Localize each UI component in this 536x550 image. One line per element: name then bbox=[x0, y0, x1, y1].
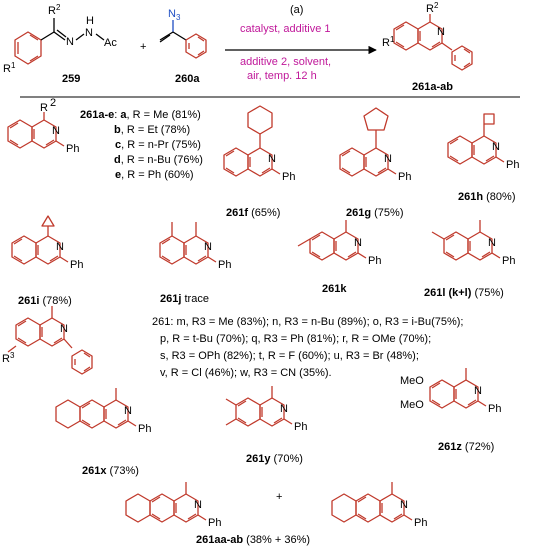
svg-text:MeO: MeO bbox=[400, 375, 424, 387]
svg-text:Ph: Ph bbox=[368, 255, 381, 267]
hydrazone-259: R2 N N H Ac R1 259 bbox=[3, 3, 117, 85]
ae-ph: Ph bbox=[66, 143, 79, 155]
series-mw-list: 261: m, R3 = Me (83%); n, R3 = n-Bu (89%… bbox=[152, 316, 464, 379]
compound-261aa: N Ph bbox=[125, 482, 221, 529]
product-label: 261a-ab bbox=[412, 81, 453, 93]
compound-261m-w: N R3 bbox=[2, 306, 93, 375]
svg-text:s, R3 = OPh (82%); t, R = F (6: s, R3 = OPh (82%); t, R = F (60%); u, R3… bbox=[160, 350, 419, 362]
svg-text:Ph: Ph bbox=[218, 259, 231, 271]
compound-261i: N Ph 261i (78%) bbox=[11, 215, 83, 307]
svg-text:2: 2 bbox=[50, 97, 56, 109]
r2-label: R2 bbox=[48, 3, 61, 17]
svg-text:Ph: Ph bbox=[502, 255, 515, 267]
svg-text:Ph: Ph bbox=[398, 171, 411, 183]
svg-text:261y (70%): 261y (70%) bbox=[246, 453, 303, 465]
ae-r2: R bbox=[40, 102, 48, 114]
svg-text:N: N bbox=[56, 241, 64, 253]
h-atom: H bbox=[86, 15, 94, 27]
product-r2: R2 bbox=[426, 1, 439, 15]
compound-260a-label: 260a bbox=[175, 73, 200, 85]
compound-261aa-label: 261aa-ab (38% + 36%) bbox=[196, 534, 310, 546]
compound-261a-e: R 2 N Ph bbox=[7, 97, 79, 155]
svg-text:Ph: Ph bbox=[506, 159, 519, 171]
condition-line-3: air, temp. 12 h bbox=[247, 70, 317, 82]
svg-text:261f (65%): 261f (65%) bbox=[226, 207, 280, 219]
svg-text:N: N bbox=[354, 237, 362, 249]
svg-text:N: N bbox=[268, 153, 276, 165]
svg-text:261: m, R3 = Me (83%); n, R3 =: 261: m, R3 = Me (83%); n, R3 = n-Bu (89%… bbox=[152, 316, 464, 328]
azide-label: N3 bbox=[168, 8, 181, 22]
reaction-arrow: (a) catalyst, additive 1 additive 2, sol… bbox=[225, 4, 377, 82]
n-atom: N bbox=[66, 36, 74, 48]
svg-text:Ph: Ph bbox=[294, 421, 307, 433]
svg-text:N: N bbox=[492, 141, 500, 153]
ae-n: N bbox=[52, 125, 60, 137]
svg-text:Ph: Ph bbox=[208, 517, 221, 529]
product-n: N bbox=[437, 26, 445, 38]
svg-text:p, R = t-Bu (70%); q, R3 = Ph: p, R = t-Bu (70%); q, R3 = Ph (81%); r, … bbox=[160, 333, 431, 345]
svg-text:261i (78%): 261i (78%) bbox=[18, 295, 72, 307]
compound-261z: MeO MeO N Ph 261z (72%) bbox=[400, 368, 501, 453]
plus-sign-2: + bbox=[276, 491, 282, 503]
condition-a: (a) bbox=[290, 4, 303, 16]
compound-259-label: 259 bbox=[62, 73, 80, 85]
compound-261l: N Ph 261l (k+l) (75%) bbox=[424, 220, 515, 299]
svg-text:N: N bbox=[124, 405, 132, 417]
product-261: R2 N R1 261a-ab bbox=[382, 1, 473, 93]
svg-text:N: N bbox=[280, 403, 288, 415]
svg-text:Ph: Ph bbox=[70, 259, 83, 271]
svg-text:N: N bbox=[474, 385, 482, 397]
svg-text:261z (72%): 261z (72%) bbox=[438, 441, 494, 453]
r1-label: R1 bbox=[3, 61, 16, 75]
svg-text:N: N bbox=[400, 499, 408, 511]
svg-text:Ph: Ph bbox=[414, 517, 427, 529]
svg-text:N: N bbox=[194, 499, 202, 511]
svg-text:N: N bbox=[60, 323, 68, 335]
product-r1: R1 bbox=[382, 35, 395, 49]
svg-text:N: N bbox=[384, 153, 392, 165]
plus-sign: + bbox=[140, 41, 146, 53]
svg-text:b, R = Et (78%): b, R = Et (78%) bbox=[114, 124, 190, 136]
svg-text:261k: 261k bbox=[322, 283, 347, 295]
svg-text:Ph: Ph bbox=[138, 423, 151, 435]
condition-line-1: catalyst, additive 1 bbox=[240, 23, 331, 35]
svg-text:R3: R3 bbox=[2, 351, 15, 365]
svg-text:Ph: Ph bbox=[488, 403, 501, 415]
svg-text:v, R = Cl (46%); w, R3 = CN (3: v, R = Cl (46%); w, R3 = CN (35%). bbox=[160, 367, 332, 379]
vinyl-azide-260a: N3 260a bbox=[159, 8, 207, 85]
series-ae-list: 261a-e: a, R = Me (81%) b, R = Et (78%) … bbox=[80, 109, 203, 181]
compound-261j: N Ph 261j trace bbox=[159, 222, 231, 305]
svg-text:N: N bbox=[488, 237, 496, 249]
compound-261f: N Ph 261f (65%) bbox=[223, 105, 295, 219]
ac-label: Ac bbox=[104, 37, 117, 49]
svg-text:261g (75%): 261g (75%) bbox=[346, 207, 403, 219]
svg-text:Ph: Ph bbox=[282, 171, 295, 183]
svg-text:e, R = Ph (60%): e, R = Ph (60%) bbox=[115, 169, 194, 181]
compound-261y: N Ph 261y (70%) bbox=[225, 386, 307, 465]
svg-text:d, R = n-Bu (76%): d, R = n-Bu (76%) bbox=[114, 154, 203, 166]
compound-261x: N Ph 261x (73%) bbox=[55, 388, 151, 477]
nh-atom: N bbox=[85, 27, 93, 39]
condition-line-2: additive 2, solvent, bbox=[240, 56, 331, 68]
svg-text:261j trace: 261j trace bbox=[160, 293, 209, 305]
svg-text:261a-e: a, R = Me (81%): 261a-e: a, R = Me (81%) bbox=[80, 109, 201, 121]
svg-text:261h (80%): 261h (80%) bbox=[458, 191, 515, 203]
compound-261h: N Ph 261h (80%) bbox=[447, 113, 519, 203]
svg-text:261x (73%): 261x (73%) bbox=[82, 465, 139, 477]
svg-text:N: N bbox=[204, 241, 212, 253]
svg-text:MeO: MeO bbox=[400, 399, 424, 411]
compound-261g: N Ph 261g (75%) bbox=[339, 107, 411, 219]
compound-261ab: N Ph bbox=[331, 482, 427, 529]
svg-text:c, R = n-Pr (75%): c, R = n-Pr (75%) bbox=[115, 139, 201, 151]
svg-text:261l (k+l) (75%): 261l (k+l) (75%) bbox=[424, 287, 504, 299]
compound-261k: N Ph 261k bbox=[297, 220, 381, 295]
